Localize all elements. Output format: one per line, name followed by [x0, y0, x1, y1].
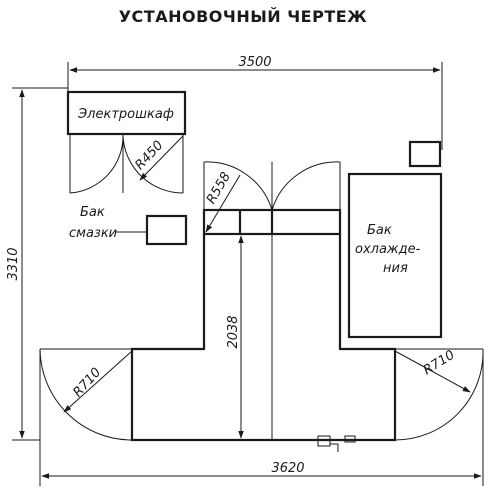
top-width-dimension: 3500: [67, 55, 443, 150]
cabinet-door-radius: R450: [132, 138, 166, 173]
small-unit-box: [408, 140, 442, 168]
top-width-value: 3500: [238, 55, 271, 70]
left-wing: R710: [39, 348, 133, 441]
right-wing-radius: R710: [421, 348, 458, 379]
center-height-dimension: 2038: [226, 235, 244, 439]
center-door-radius: R558: [204, 170, 234, 207]
drawing-title: УСТАНОВОЧНЫЙ ЧЕРТЕЖ: [119, 7, 368, 26]
left-height-value: 3310: [6, 247, 21, 280]
electrical-cabinet: Электрошкаф R450: [66, 90, 187, 194]
coolant-tank-label-2: охлажде-: [355, 242, 421, 257]
bottom-width-value: 3620: [271, 461, 304, 476]
electrical-cabinet-label: Электрошкаф: [77, 107, 174, 122]
left-height-dimension: 3310: [6, 87, 68, 441]
coolant-tank-label-1: Бак: [367, 223, 392, 238]
lube-tank: Бак смазки: [69, 205, 188, 246]
coolant-tank: Бак охлажде- ния: [347, 172, 443, 339]
left-wing-radius: R710: [70, 365, 104, 400]
center-height-value: 2038: [226, 315, 241, 348]
right-wing: R710: [394, 348, 484, 441]
coolant-tank-label-3: ния: [383, 261, 408, 276]
lube-tank-label-1: Бак: [80, 205, 105, 220]
lube-tank-label-2: смазки: [69, 226, 117, 241]
bottom-width-dimension: 3620: [39, 349, 484, 486]
